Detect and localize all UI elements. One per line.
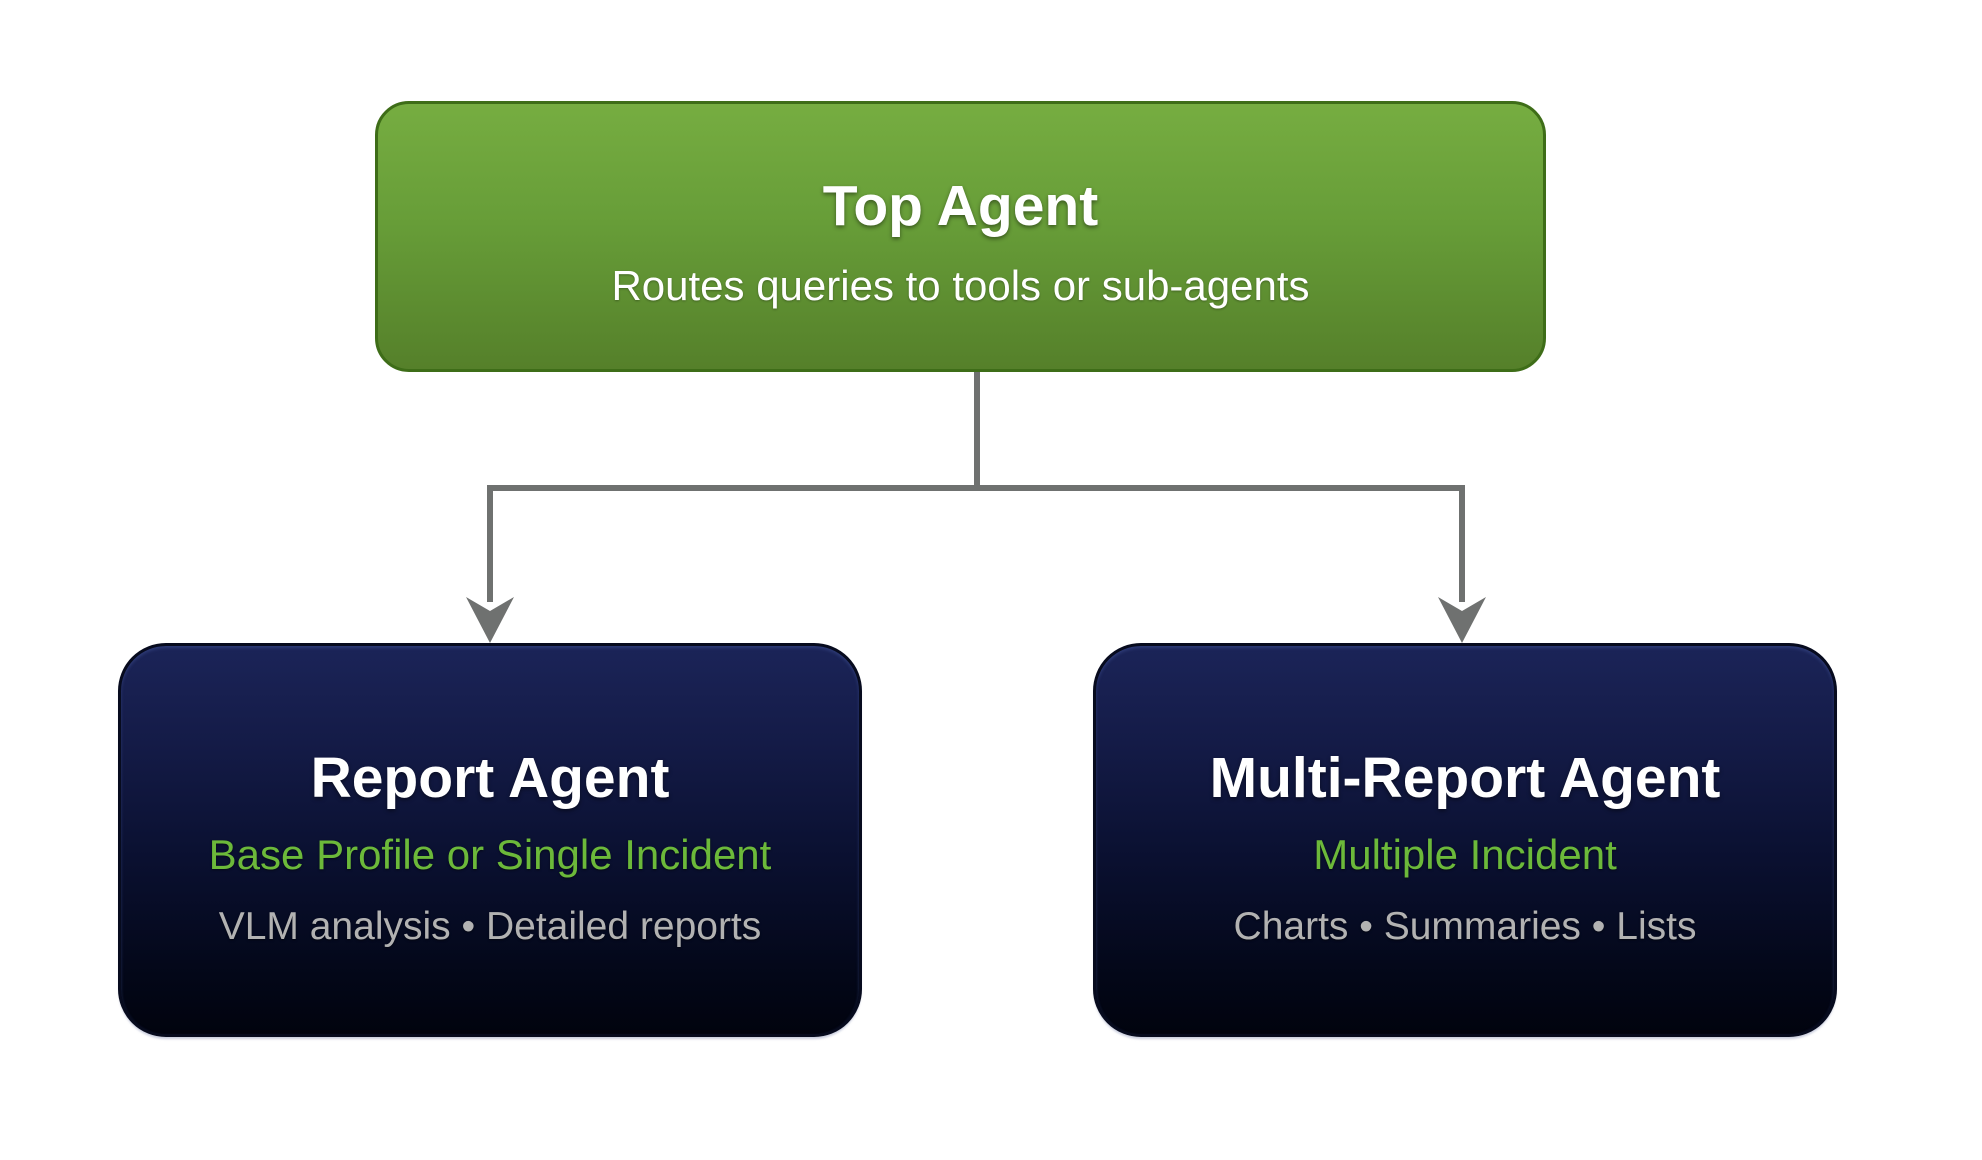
node-top-agent: Top Agent Routes queries to tools or sub…	[375, 101, 1546, 372]
multi-report-agent-detail: Charts • Summaries • Lists	[1233, 905, 1697, 948]
multi-report-agent-title: Multi-Report Agent	[1209, 746, 1721, 810]
left-arrowhead	[466, 597, 514, 643]
top-agent-subtitle: Routes queries to tools or sub-agents	[611, 262, 1310, 309]
node-report-agent: Report Agent Base Profile or Single Inci…	[118, 643, 862, 1037]
right-arrowhead	[1438, 597, 1486, 643]
top-agent-title: Top Agent	[822, 174, 1099, 238]
report-agent-tag: Base Profile or Single Incident	[208, 831, 772, 878]
report-agent-title: Report Agent	[310, 746, 670, 810]
multi-report-agent-tag: Multiple Incident	[1313, 831, 1617, 878]
node-multi-report-agent: Multi-Report Agent Multiple Incident Cha…	[1093, 643, 1837, 1037]
report-agent-detail: VLM analysis • Detailed reports	[218, 905, 762, 948]
